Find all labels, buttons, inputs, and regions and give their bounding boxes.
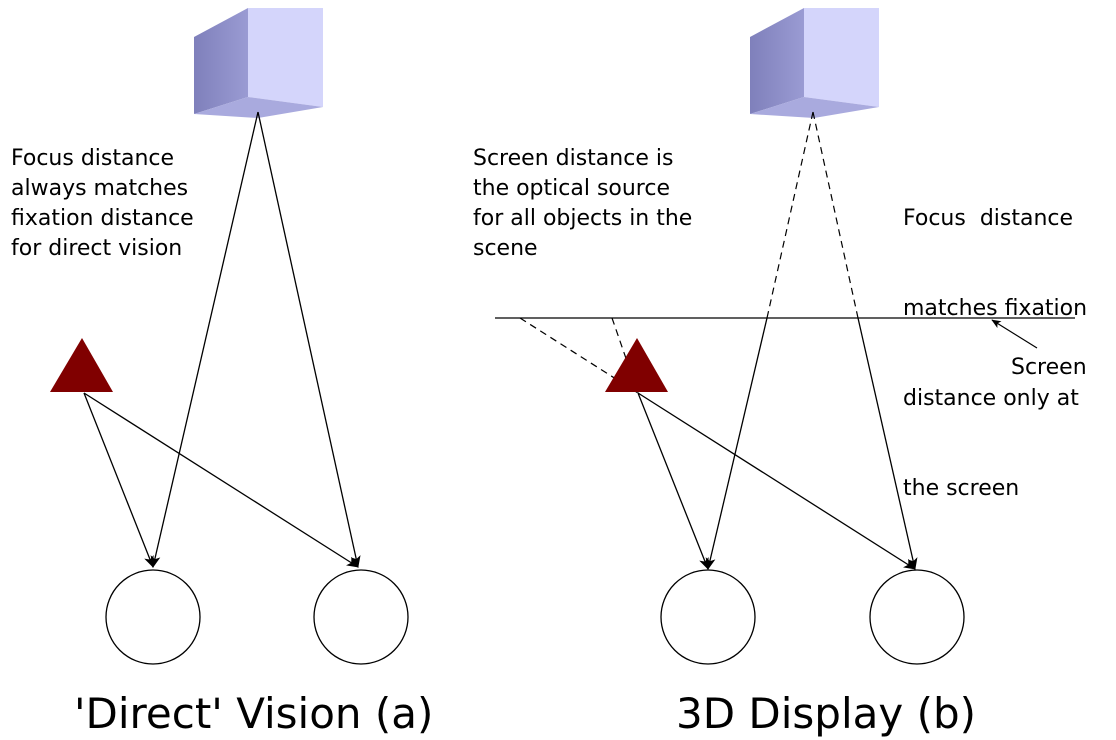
note-line: matches fixation (903, 296, 1088, 321)
ray-triangle-left-eye-b (637, 392, 709, 570)
note-line: Focus distance (903, 206, 1074, 231)
caption-3d-display: 3D Display (b) (676, 689, 977, 738)
right-eye-a (313, 569, 409, 665)
virtual-ray-cube-right (812, 111, 859, 319)
ray-cube-right-eye-a (257, 111, 361, 568)
screen-pointer-arrow (991, 319, 1038, 349)
caption-direct-vision: 'Direct' Vision (a) (74, 689, 434, 738)
cube-b (750, 8, 879, 118)
screen-label: Screen (1011, 355, 1087, 380)
triangle-a (50, 338, 113, 392)
triangle-b (605, 338, 668, 392)
right-eye-b (869, 569, 965, 665)
note-line: Screen distance is (473, 146, 674, 171)
cube-b-side (750, 8, 804, 114)
panel-a (50, 8, 409, 665)
cube-a (194, 8, 323, 118)
note-line: the screen (903, 476, 1020, 501)
cube-b-front (804, 8, 879, 107)
ray-triangle-right-eye-a (83, 392, 359, 568)
note-line: distance only at (903, 386, 1079, 411)
focus-distance-note: Focus distance matches fixation distance… (903, 144, 1087, 534)
note-line: fixation distance (11, 206, 194, 231)
cube-a-front (248, 8, 323, 107)
ray-triangle-right-eye-b (637, 392, 916, 570)
virtual-ray-cube-left (766, 111, 814, 319)
ray-screen-right-eye-cube (857, 317, 918, 570)
note-line: the optical source (473, 176, 671, 201)
note-line: for direct vision (11, 236, 183, 261)
ray-screen-left-eye-cube (705, 317, 768, 570)
note-line: for all objects in the (473, 206, 693, 231)
cube-b-bottom (750, 97, 879, 118)
left-eye-b (660, 569, 756, 665)
note-line: always matches (11, 176, 189, 201)
ray-cube-left-eye-a (150, 111, 259, 568)
direct-vision-note: Focus distance always matches fixation d… (11, 144, 194, 264)
cube-a-bottom (194, 97, 323, 118)
panel-b (495, 8, 1075, 665)
cube-a-side (194, 8, 248, 114)
left-eye-a (105, 569, 201, 665)
note-line: Focus distance (11, 146, 175, 171)
note-line: scene (473, 236, 538, 261)
screen-distance-note: Screen distance is the optical source fo… (473, 144, 692, 264)
ray-triangle-left-eye-a (83, 392, 154, 568)
